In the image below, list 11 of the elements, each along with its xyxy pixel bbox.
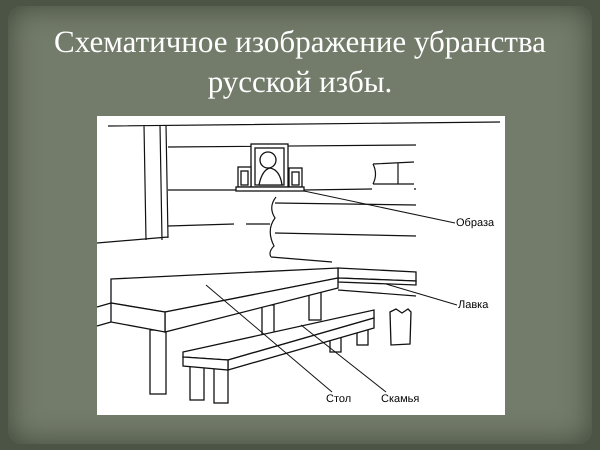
slide-title: Схематичное изображение убранства русской избы. (53, 23, 547, 101)
leader-line (304, 190, 456, 224)
leader-line (300, 324, 386, 392)
bench-drawing (181, 307, 377, 405)
leader-line (206, 284, 332, 392)
leader-line (386, 284, 458, 306)
part-label: Лавка (458, 299, 488, 312)
icon-shelf-drawing (234, 142, 306, 193)
part-label: Скамья (381, 393, 420, 406)
part-label: Стол (326, 393, 352, 406)
part-label: Образа (456, 217, 494, 230)
